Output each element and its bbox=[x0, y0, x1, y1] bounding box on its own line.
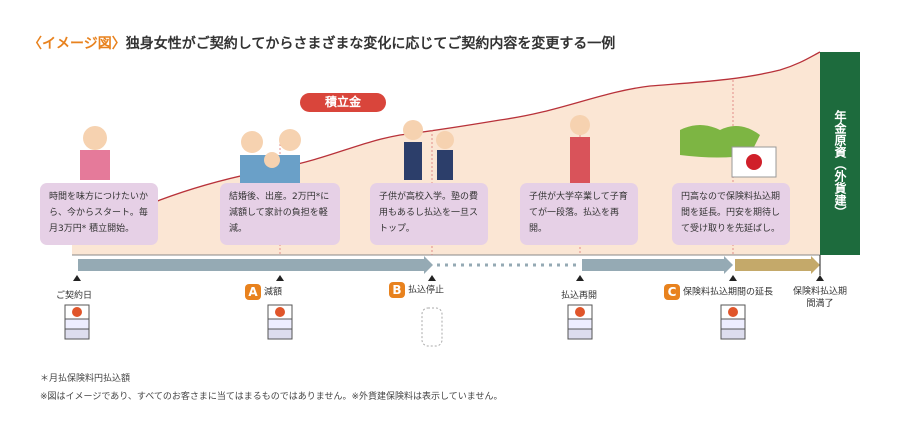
event-box-start: 時間を味方につけたいから、今からスタート。毎月3万円* 積立開始。 bbox=[40, 183, 158, 245]
label-stop: 払込停止 bbox=[408, 285, 445, 296]
event-box-extend: 円高なので保険料払込期間を延長。円安を期待して受け取りを先延ばし。 bbox=[672, 183, 790, 245]
yen-stack-icons bbox=[64, 304, 746, 347]
title-tag: 〈イメージ図〉 bbox=[28, 36, 126, 52]
payment-arrow-1 bbox=[78, 256, 433, 274]
badge-a: A bbox=[245, 284, 261, 300]
extension-arrow bbox=[735, 256, 820, 274]
label-extend: 保険料払込期間の延長 bbox=[683, 287, 774, 298]
badge-c: C bbox=[664, 284, 680, 300]
timeline-label-contract: ご契約日 bbox=[56, 291, 93, 301]
event-box-resume: 子供が大学卒業して子育てが一段落。払込を再開。 bbox=[520, 183, 638, 245]
title-text: 独身女性がご契約してからさまざまな変化に応じてご契約内容を変更する一例 bbox=[125, 36, 616, 52]
event-box-stop: 子供が高校入学。塾の費用もあるし払込を一旦ストップ。 bbox=[370, 183, 488, 245]
timeline-label-end: 保険料払込期間満了 bbox=[793, 287, 848, 309]
pension-fund-label: 年金原資（外貨建） bbox=[820, 52, 860, 255]
page-title: 〈イメージ図〉独身女性がご契約してからさまざまな変化に応じてご契約内容を変更する… bbox=[28, 33, 615, 53]
accumulation-label: 積立金 bbox=[300, 93, 386, 112]
footnote-2: ※図はイメージであり、すべてのお客さまに当てはまるものではありません。※外貨建保… bbox=[40, 392, 503, 402]
people-illustrations bbox=[80, 115, 777, 185]
accumulation-curve bbox=[71, 51, 821, 231]
payment-arrow-2 bbox=[582, 256, 733, 274]
label-reduce: 減額 bbox=[264, 287, 283, 298]
badge-b: B bbox=[389, 282, 405, 298]
timeline-label-resume: 払込再開 bbox=[561, 291, 598, 301]
event-box-reduce: 結婚後、出産。2万円*に減額して家計の負担を軽減。 bbox=[220, 183, 340, 245]
footnote-1: ＊月払保険料円払込額 bbox=[40, 374, 131, 384]
